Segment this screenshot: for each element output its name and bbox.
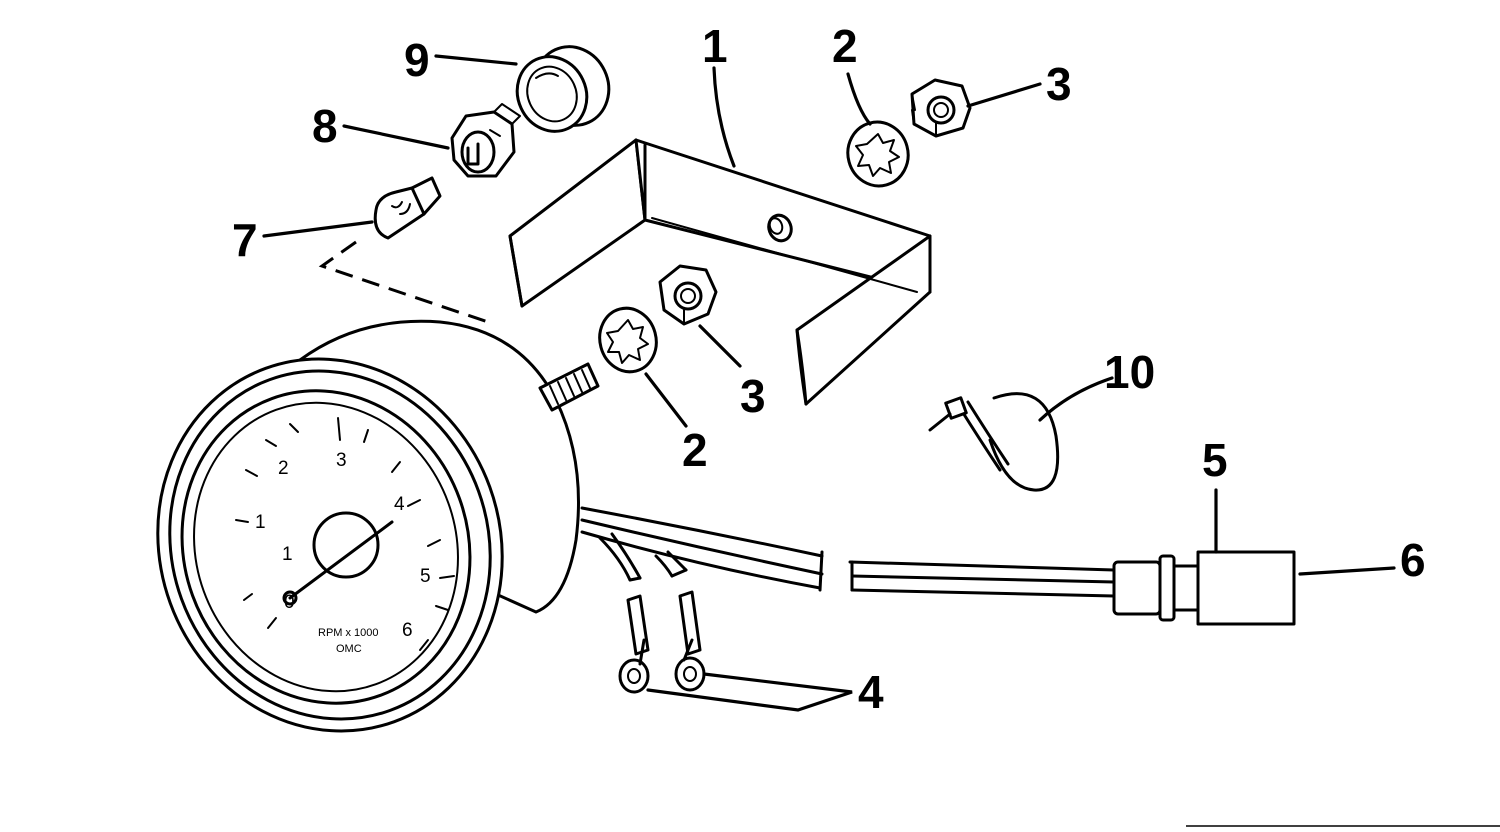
- callout-4: 4: [858, 666, 884, 718]
- dial-ticks: [235, 417, 455, 651]
- callout-3-lower: 3: [740, 370, 766, 422]
- callout-1: 1: [702, 20, 728, 72]
- harness-connector: [1112, 550, 1296, 626]
- dial-number-1: 1: [255, 512, 266, 533]
- dial-number-5: 5: [420, 566, 431, 587]
- light-bulb: [373, 176, 442, 240]
- callout-6: 6: [1400, 534, 1426, 586]
- gauge-needle: [288, 520, 394, 600]
- wiring-harness: [580, 506, 1116, 598]
- socket-grommet: [515, 45, 611, 133]
- leader-lines: [262, 54, 1396, 712]
- callout-2-upper: 2: [832, 20, 858, 72]
- callout-7: 7: [232, 214, 258, 266]
- hex-nut-lower: [658, 264, 718, 326]
- callout-2-lower: 2: [682, 424, 708, 476]
- dial-number-small: 1: [282, 544, 293, 565]
- dial-number-2: 2: [278, 458, 289, 479]
- cable-tie: [928, 392, 1060, 492]
- lock-washer-upper: [846, 120, 910, 188]
- hex-nut-upper: [910, 78, 972, 138]
- callout-5: 5: [1202, 434, 1228, 486]
- callout-9: 9: [404, 34, 430, 86]
- mounting-stud: [538, 362, 600, 412]
- tachometer-gauge: 0 1 2 3 4 5 6 1 RPM x 1000 OMC: [156, 319, 600, 733]
- callout-labels: 1 2 3 9 8 7 3 2 10 5 6 4: [232, 20, 1426, 718]
- ring-terminals: [618, 590, 706, 694]
- dial-number-6: 6: [402, 620, 413, 641]
- dial-number-0: 0: [284, 592, 295, 613]
- dial-unit-label: RPM x 1000: [318, 627, 379, 639]
- dial-number-3: 3: [336, 450, 347, 471]
- dial-brand-label: OMC: [336, 643, 362, 655]
- assembly-dashed-line: [318, 240, 489, 324]
- callout-10: 10: [1104, 346, 1155, 398]
- callout-8: 8: [312, 100, 338, 152]
- mounting-bracket: [508, 138, 932, 406]
- lamp-socket: [450, 103, 521, 178]
- dial-number-4: 4: [394, 494, 405, 515]
- callout-3-upper: 3: [1046, 58, 1072, 110]
- lock-washer-lower: [598, 306, 658, 374]
